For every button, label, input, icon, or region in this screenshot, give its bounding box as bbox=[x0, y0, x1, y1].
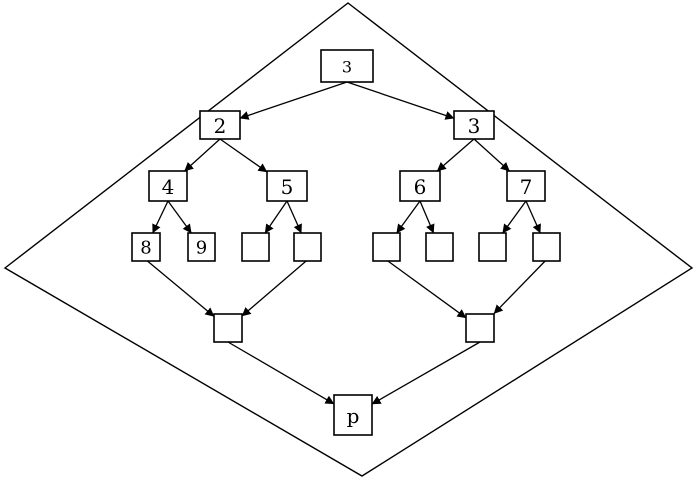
edge-n6-to-e3 bbox=[396, 200, 421, 234]
node-sink: p bbox=[333, 394, 373, 436]
node-label: 4 bbox=[162, 175, 175, 199]
node-n5: 5 bbox=[266, 170, 308, 202]
edge-left-a-to-n4 bbox=[184, 138, 221, 172]
node-n8: 8 bbox=[131, 232, 161, 262]
node-n9: 9 bbox=[187, 232, 216, 262]
edge-n4-to-n9 bbox=[167, 200, 192, 234]
node-box bbox=[320, 49, 374, 83]
node-box bbox=[333, 394, 373, 436]
node-box bbox=[465, 313, 495, 343]
node-box bbox=[213, 313, 243, 343]
node-n7: 7 bbox=[506, 170, 546, 202]
node-label: 3 bbox=[468, 114, 481, 138]
edge-right-a-to-n6 bbox=[436, 138, 475, 172]
edge-n7-to-e5 bbox=[502, 200, 527, 234]
node-box bbox=[199, 110, 241, 140]
node-n6: 6 bbox=[399, 170, 441, 202]
edge-m-right-to-sink bbox=[371, 341, 481, 405]
node-box bbox=[266, 170, 308, 202]
node-e1 bbox=[241, 232, 270, 262]
node-box bbox=[148, 170, 188, 202]
node-m-left bbox=[213, 313, 243, 343]
node-e4 bbox=[425, 232, 454, 262]
edge-right-a-to-n7 bbox=[473, 138, 510, 172]
edge-e6-to-m-right bbox=[493, 260, 546, 315]
edge-n6-to-e4 bbox=[419, 200, 435, 234]
node-label: 5 bbox=[281, 175, 294, 199]
edge-m-left-to-sink bbox=[227, 341, 335, 405]
edge-e2-to-m-left bbox=[241, 260, 307, 317]
node-e6 bbox=[532, 232, 561, 262]
edge-n5-to-e2 bbox=[286, 200, 302, 234]
node-box bbox=[399, 170, 441, 202]
node-e3 bbox=[372, 232, 401, 262]
node-label: 9 bbox=[196, 238, 207, 259]
node-box bbox=[293, 232, 322, 262]
node-n4: 4 bbox=[148, 170, 188, 202]
node-box bbox=[453, 110, 495, 140]
node-label: 8 bbox=[140, 238, 151, 259]
node-left-a: 2 bbox=[199, 110, 241, 140]
node-label: 6 bbox=[414, 175, 427, 199]
node-label: 3 bbox=[342, 58, 352, 77]
node-box bbox=[241, 232, 270, 262]
edge-n8-to-m-left bbox=[146, 260, 215, 317]
edge-n5-to-e1 bbox=[264, 200, 288, 234]
node-layer: 3 2 3 4 5 6 7 8 9 p bbox=[131, 49, 561, 436]
node-box bbox=[131, 232, 161, 262]
node-m-right bbox=[465, 313, 495, 343]
node-label: p bbox=[347, 404, 360, 428]
edge-n4-to-n8 bbox=[152, 200, 169, 234]
node-label: 7 bbox=[520, 175, 533, 199]
node-right-a: 3 bbox=[453, 110, 495, 140]
node-box bbox=[425, 232, 454, 262]
node-box bbox=[506, 170, 546, 202]
node-e5 bbox=[478, 232, 507, 262]
node-root: 3 bbox=[320, 49, 374, 83]
node-e2 bbox=[293, 232, 322, 262]
node-box bbox=[187, 232, 216, 262]
node-box bbox=[478, 232, 507, 262]
edge-layer bbox=[146, 81, 546, 405]
edge-n7-to-e6 bbox=[525, 200, 541, 234]
edge-e3-to-m-right bbox=[387, 260, 467, 319]
diamond-outline bbox=[3, 2, 694, 477]
edge-root-to-right-a bbox=[346, 81, 455, 120]
node-box bbox=[372, 232, 401, 262]
node-box bbox=[532, 232, 561, 262]
edge-root-to-left-a bbox=[239, 81, 348, 120]
edge-left-a-to-n5 bbox=[219, 138, 268, 173]
node-label: 2 bbox=[214, 114, 227, 138]
